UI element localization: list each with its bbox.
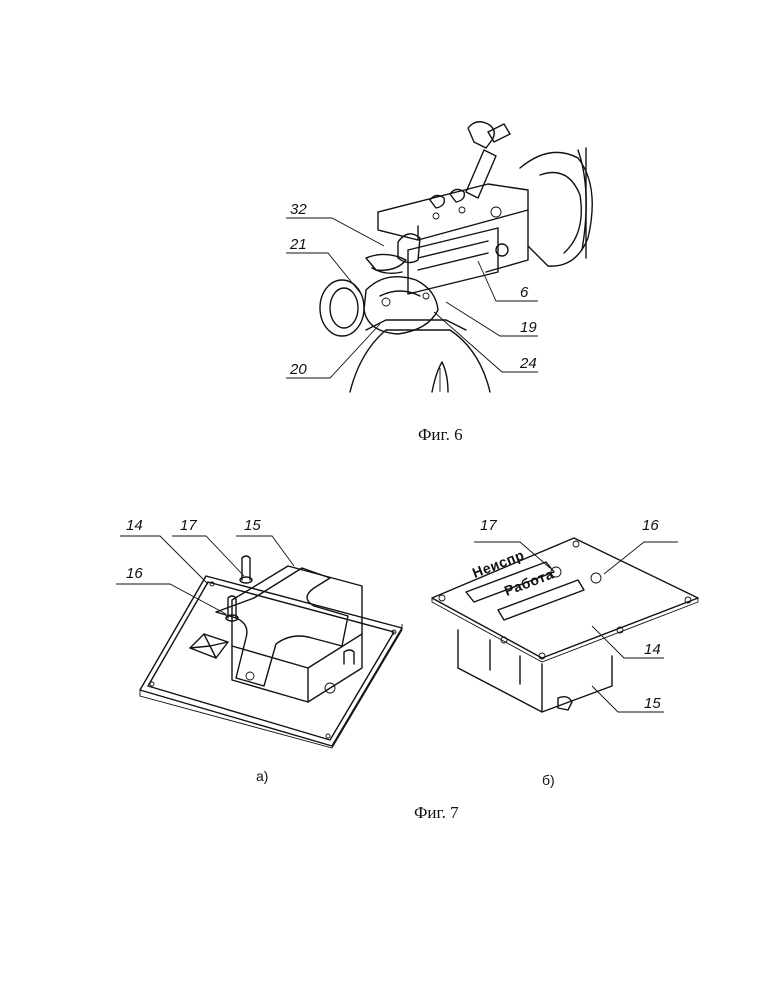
figure-7: Неиспр Работа 14 17 15 16 17 16 14 15 а)…	[0, 480, 780, 850]
callout-b-14: 14	[644, 642, 661, 657]
callout-20: 20	[290, 362, 307, 377]
callout-b-16: 16	[642, 518, 659, 533]
callout-b-17: 17	[480, 518, 497, 533]
callout-a-17: 17	[180, 518, 197, 533]
figure-6: 32 21 6 19 20 24 Фиг. 6	[0, 0, 780, 460]
panel-a-sublabel: а)	[256, 768, 268, 784]
figure-7-drawing	[0, 480, 780, 850]
figure-7-caption: Фиг. 7	[414, 804, 459, 821]
panel-b-sublabel: б)	[542, 772, 555, 788]
figure-6-drawing	[0, 0, 780, 460]
figure-6-caption: Фиг. 6	[418, 426, 463, 443]
callout-24: 24	[520, 356, 537, 371]
callout-32: 32	[290, 202, 307, 217]
callout-b-15: 15	[644, 696, 661, 711]
callout-21: 21	[290, 237, 307, 252]
callout-a-16: 16	[126, 566, 143, 581]
callout-6: 6	[520, 285, 528, 300]
callout-a-15: 15	[244, 518, 261, 533]
callout-19: 19	[520, 320, 537, 335]
callout-a-14: 14	[126, 518, 143, 533]
